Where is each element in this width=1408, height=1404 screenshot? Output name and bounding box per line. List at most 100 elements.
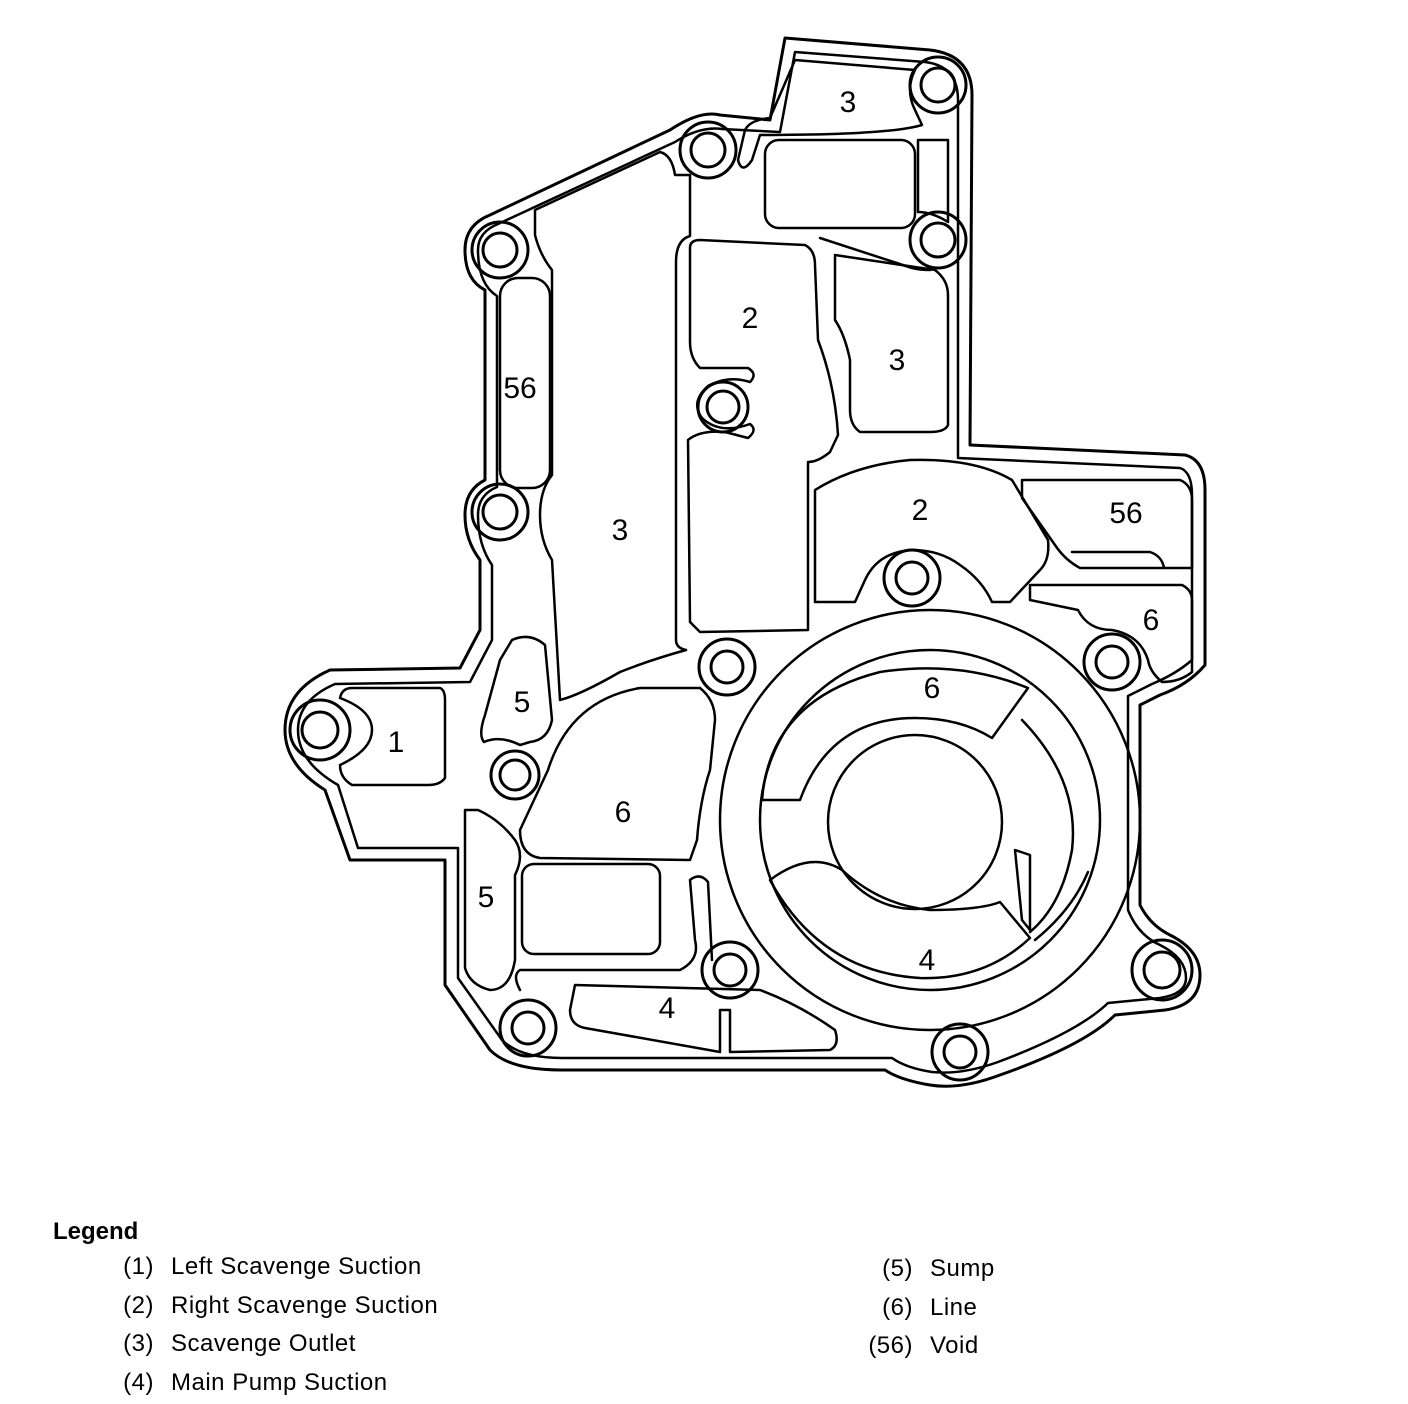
passage-mid-2 (813, 458, 1050, 604)
passage-center-3 (533, 150, 692, 702)
pump-ring-outer (718, 608, 1142, 1032)
legend-item: (5) Sump (840, 1250, 995, 1289)
bolt-hole (489, 749, 541, 801)
legend-item-text: Left Scavenge Suction (171, 1253, 422, 1281)
region-label: 5 (478, 881, 495, 914)
bolt-hole (942, 1034, 978, 1070)
legend-item: (56) Void (840, 1327, 995, 1366)
bolt-hole (882, 548, 942, 608)
passage-ring-top-6 (760, 667, 1030, 802)
passage-ring-right-arc (1020, 718, 1075, 934)
legend-item-number: (6) (882, 1293, 913, 1321)
legend-item-number: (1) (123, 1253, 154, 1281)
bolt-hole (908, 210, 968, 270)
legend-item-text: Right Scavenge Suction (171, 1291, 439, 1319)
bolt-hole (919, 221, 957, 259)
passages (338, 58, 1194, 1054)
legend-title: Legend (53, 1218, 139, 1245)
legend-item: (3) Scavenge Outlet (100, 1325, 438, 1364)
bolt-hole (705, 389, 741, 425)
pump-ring-inner (758, 648, 1102, 992)
bolt-hole (1094, 644, 1130, 680)
bolt-hole (894, 560, 930, 596)
legend-item: (2) Right Scavenge Suction (100, 1287, 438, 1326)
bolt-hole (300, 710, 340, 750)
legend-item-text: Scavenge Outlet (171, 1330, 356, 1358)
region-label: 6 (1143, 604, 1160, 637)
gasket-outline (283, 36, 1207, 1088)
passage-top-right-box (763, 138, 917, 230)
region-label: 3 (840, 86, 857, 119)
legend-item-text: Line (930, 1293, 978, 1321)
region-label: 3 (612, 514, 629, 547)
legend-item-number: (4) (123, 1368, 154, 1396)
passage-left-1 (338, 686, 447, 787)
bolt-hole (481, 231, 519, 269)
region-label: 3 (889, 344, 906, 377)
passage-top-right-3 (736, 58, 924, 169)
legend-column-right: (5) Sump (6) Line (56) Void (840, 1250, 995, 1366)
region-labels: 3 2 3 56 3 2 56 6 1 5 6 6 5 4 4 (388, 86, 1160, 1025)
passage-upper-divider (818, 236, 932, 272)
bolt-hole (678, 120, 738, 180)
passage-ring-bottom-4 (768, 860, 1032, 980)
bolt-hole (498, 758, 532, 792)
passage-right-3 (833, 253, 950, 434)
bolt-hole (709, 649, 745, 685)
legend-item-number: (2) (123, 1291, 154, 1319)
passage-right-56 (1020, 478, 1194, 570)
bolt-hole (481, 493, 519, 531)
region-label: 6 (924, 672, 941, 705)
bolt-hole (498, 998, 558, 1058)
passage-bottom-4 (568, 983, 838, 1054)
passage-far-right-6 (1028, 583, 1194, 684)
region-label: 2 (912, 494, 929, 527)
bolt-hole (288, 698, 352, 762)
passage-ring-right-arc2 (1033, 870, 1090, 942)
passage-lower-5 (463, 808, 522, 992)
region-label: 4 (919, 944, 936, 977)
region-label: 4 (659, 992, 676, 1025)
passage-upper-5 (480, 635, 554, 747)
gasket-diagram: 3 2 3 56 3 2 56 6 1 5 6 6 5 4 4 (283, 36, 1207, 1088)
bolt-hole (712, 952, 748, 988)
legend-column-left: (1) Left Scavenge Suction (2) Right Scav… (100, 1248, 438, 1402)
legend-item-text: Sump (930, 1255, 995, 1283)
bolt-hole (697, 637, 757, 697)
bolt-hole (510, 1010, 546, 1046)
bolt-hole (689, 131, 727, 169)
passage-upper-2 (686, 238, 840, 634)
passage-right-strip (916, 138, 950, 224)
gasket-inner-bead (296, 50, 1194, 1074)
passage-lower-left-box (520, 862, 662, 956)
bolt-hole (1082, 632, 1142, 692)
region-label: 56 (1109, 497, 1142, 530)
legend-item-text: Main Pump Suction (171, 1368, 388, 1396)
region-label: 6 (615, 796, 632, 829)
bolt-hole (700, 940, 760, 1000)
legend-item-number: (5) (882, 1255, 913, 1283)
bolt-hole (930, 1022, 990, 1082)
legend-item-number: (56) (868, 1332, 913, 1360)
legend-item: (4) Main Pump Suction (100, 1364, 438, 1403)
bolt-hole (470, 220, 530, 280)
legend-item: (6) Line (840, 1289, 995, 1328)
passage-right-56-lip (1070, 550, 1166, 570)
legend-item-text: Void (930, 1332, 979, 1360)
passage-left-56 (498, 276, 552, 490)
central-bore (826, 733, 1004, 911)
legend-item: (1) Left Scavenge Suction (100, 1248, 438, 1287)
bolt-hole (470, 482, 530, 542)
region-label: 56 (503, 372, 536, 405)
bolt-holes (288, 55, 1194, 1082)
bolt-hole (1130, 938, 1194, 1002)
passage-ring-bottom-tab (1013, 848, 1032, 932)
bolt-hole (1142, 950, 1182, 990)
region-label: 5 (514, 686, 531, 719)
passage-lower-left-6 (518, 686, 717, 862)
legend-item-number: (3) (123, 1330, 154, 1358)
region-label: 1 (388, 726, 405, 759)
bolt-hole (919, 66, 957, 104)
passage-bottom-channel (514, 875, 714, 992)
region-label: 2 (742, 302, 759, 335)
